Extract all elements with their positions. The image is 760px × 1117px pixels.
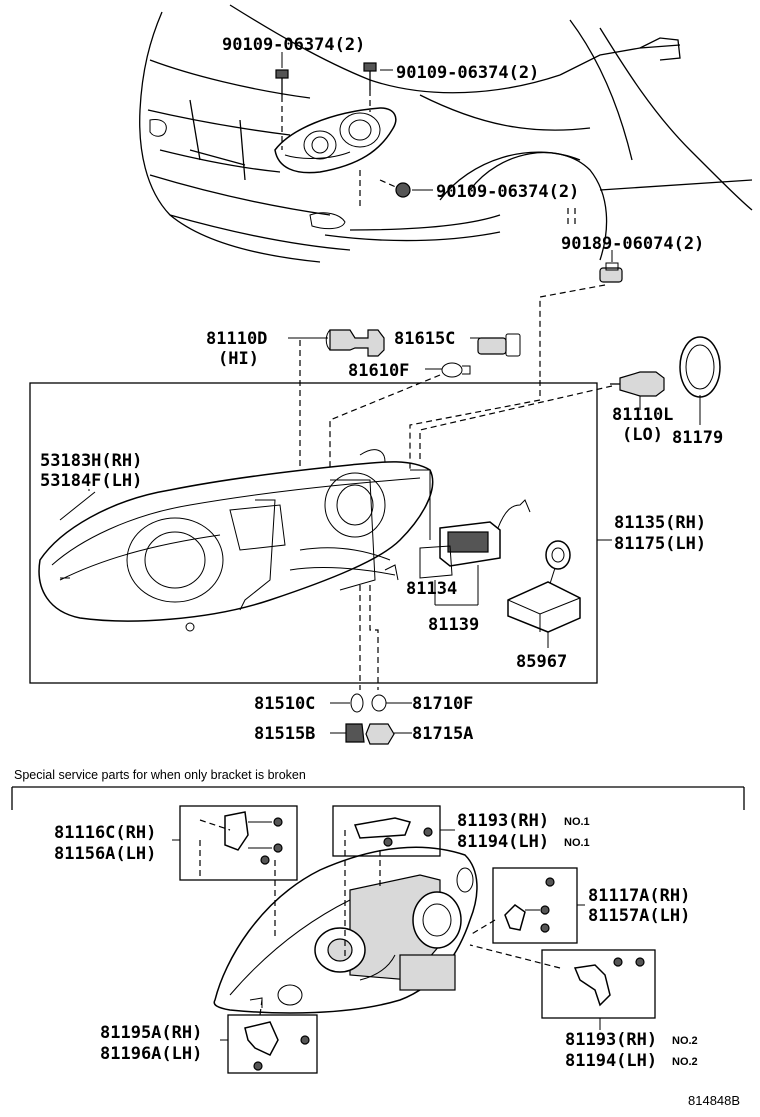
part-label-90189: 90189-06074(2) bbox=[561, 234, 704, 254]
socket-81134-icon bbox=[419, 499, 531, 606]
part-label-81134: 81134 bbox=[406, 579, 457, 599]
clip-90189-icon bbox=[539, 262, 623, 380]
part-label-81117a: 81117A(RH) bbox=[588, 886, 690, 906]
part-label-81135: 81135(RH) bbox=[614, 513, 706, 533]
headlamp-assembly-illustration bbox=[38, 449, 434, 632]
bulb-81615c-icon bbox=[470, 333, 521, 357]
note-no2-a: NO.2 bbox=[672, 1035, 698, 1047]
note-no2-b: NO.2 bbox=[672, 1056, 698, 1068]
part-label-53183h: 53183H(RH) bbox=[40, 451, 142, 471]
headlamp-rear-illustration bbox=[213, 846, 478, 1014]
part-label-90109-b: 90109-06374(2) bbox=[396, 63, 539, 83]
part-label-81515b: 81515B bbox=[254, 724, 315, 744]
bolt-1-icon bbox=[275, 69, 289, 150]
part-label-81110d: 81110D bbox=[206, 329, 267, 349]
dust-cap-icon bbox=[679, 336, 721, 425]
part-label-81139: 81139 bbox=[428, 615, 479, 635]
part-label-81195a: 81195A(RH) bbox=[100, 1023, 202, 1043]
bulb-81510c-icon bbox=[330, 693, 364, 713]
bracket-81195a-group bbox=[220, 999, 318, 1074]
part-label-90109-a: 90109-06374(2) bbox=[222, 35, 365, 55]
part-label-hi: (HI) bbox=[218, 349, 259, 369]
part-label-53184f: 53184F(LH) bbox=[40, 471, 142, 491]
bolt-3-icon bbox=[379, 179, 411, 198]
part-label-81510c: 81510C bbox=[254, 694, 315, 714]
socket-81515b-icon bbox=[330, 723, 365, 743]
car-front-illustration bbox=[139, 4, 753, 263]
figure-code: 814848B bbox=[688, 1093, 740, 1108]
part-label-lo: (LO) bbox=[622, 425, 663, 445]
part-label-85967: 85967 bbox=[516, 652, 567, 672]
part-label-81615c: 81615C bbox=[394, 329, 455, 349]
part-label-81196a: 81196A(LH) bbox=[100, 1044, 202, 1064]
part-label-81175: 81175(LH) bbox=[614, 534, 706, 554]
bulb-hi-icon bbox=[288, 329, 385, 520]
section-caption: Special service parts for when only brac… bbox=[14, 768, 306, 782]
bolt-2-icon bbox=[363, 62, 377, 112]
part-label-81610f: 81610F bbox=[348, 361, 409, 381]
part-label-81194-no2: 81194(LH) bbox=[565, 1051, 657, 1071]
part-label-81715a: 81715A bbox=[412, 724, 473, 744]
bracket-81193-no1-group bbox=[332, 805, 455, 960]
part-label-81156a: 81156A(LH) bbox=[54, 844, 156, 864]
assembly-frame bbox=[29, 382, 598, 684]
bulb-lo-icon bbox=[419, 371, 665, 460]
bracket-81116c-group bbox=[172, 805, 298, 940]
part-label-81179: 81179 bbox=[672, 428, 723, 448]
part-label-81193-no2: 81193(RH) bbox=[565, 1030, 657, 1050]
bracket-81193-no2-group bbox=[469, 944, 656, 1030]
socket-81715a-icon bbox=[365, 723, 412, 745]
part-label-81194-no1: 81194(LH) bbox=[457, 832, 549, 852]
note-no1-b: NO.1 bbox=[564, 837, 590, 849]
part-label-81710f: 81710F bbox=[412, 694, 473, 714]
part-label-90109-c: 90109-06374(2) bbox=[436, 182, 579, 202]
bracket-81117a-group bbox=[469, 867, 585, 944]
ballast-85967-icon bbox=[507, 540, 581, 648]
part-label-81110l: 81110L bbox=[612, 405, 673, 425]
part-label-81157a: 81157A(LH) bbox=[588, 906, 690, 926]
note-no1-a: NO.1 bbox=[564, 816, 590, 828]
part-label-81116c: 81116C(RH) bbox=[54, 823, 156, 843]
part-label-81193-no1: 81193(RH) bbox=[457, 811, 549, 831]
bulb-81710f-icon bbox=[371, 694, 412, 712]
